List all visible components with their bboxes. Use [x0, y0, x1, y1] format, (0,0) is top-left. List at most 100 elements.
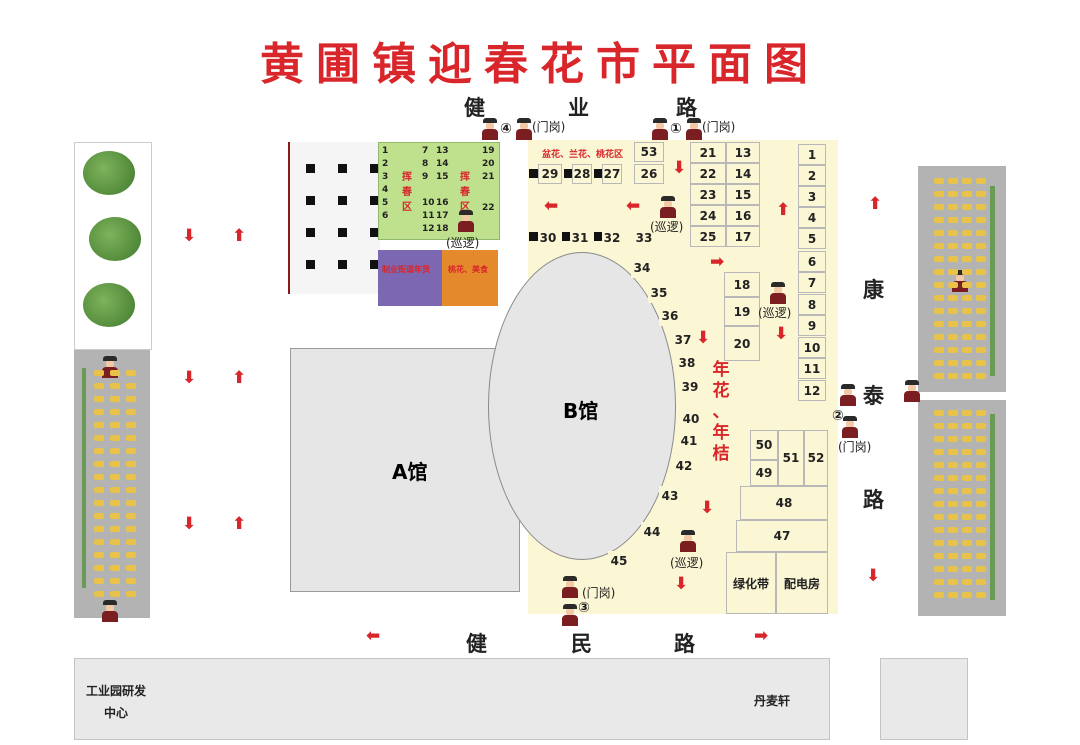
zone-purple-label: 制业街道年货 [382, 265, 430, 274]
car-icon [934, 436, 944, 442]
car-icon [110, 383, 120, 389]
tree-area [74, 142, 152, 350]
arrow-down-icon: ⬇ [182, 368, 197, 388]
car-icon [976, 269, 986, 275]
stall-16: 16 [726, 205, 760, 226]
car-icon [976, 282, 986, 288]
stall-21: 21 [690, 142, 726, 163]
stall-20: 20 [724, 326, 760, 361]
arrow-up-icon: ⬆ [232, 226, 247, 246]
arrow-down-icon: ⬇ [182, 226, 197, 246]
car-icon [126, 500, 136, 506]
stall-29: 29 [538, 164, 562, 184]
car-icon [948, 178, 958, 184]
guard-icon [680, 530, 696, 552]
car-icon [948, 553, 958, 559]
car-icon [948, 217, 958, 223]
gate-2-label: (门岗) [838, 440, 872, 454]
car-icon [948, 191, 958, 197]
car-icon [94, 370, 104, 376]
car-icon [94, 552, 104, 558]
guard-icon [952, 270, 968, 292]
patrol-label: (巡逻) [758, 306, 792, 320]
gate-1-label: (门岗) [702, 120, 736, 134]
car-icon [948, 540, 958, 546]
arrow-left-icon: ⬅ [544, 196, 559, 216]
car-icon [110, 539, 120, 545]
stall-23: 23 [690, 184, 726, 205]
car-icon [948, 488, 958, 494]
stall-25: 25 [690, 226, 726, 247]
car-icon [934, 501, 944, 507]
car-icon [948, 373, 958, 379]
car-icon [94, 461, 104, 467]
stall-30: 30 [538, 228, 558, 248]
stall-45: 45 [608, 551, 630, 571]
car-icon [948, 334, 958, 340]
car-icon [962, 256, 972, 262]
car-icon [976, 217, 986, 223]
car-icon [110, 500, 120, 506]
car-icon [110, 578, 120, 584]
arrow-down-icon: ⬇ [774, 324, 789, 344]
stall-r12: 12 [798, 380, 826, 401]
tree-icon [89, 217, 141, 261]
car-icon [934, 475, 944, 481]
stall-r10: 10 [798, 337, 826, 358]
zone-greenbelt: 绿化带 [726, 552, 776, 614]
car-icon [94, 422, 104, 428]
stall-18: 18 [724, 272, 760, 297]
car-icon [976, 191, 986, 197]
stall-r7: 7 [798, 272, 826, 293]
car-icon [126, 513, 136, 519]
road-jianmin-char-3: 路 [674, 632, 695, 656]
road-kangtai-char-2: 泰 [863, 384, 884, 408]
car-icon [110, 396, 120, 402]
car-icon [934, 321, 944, 327]
car-icon [948, 449, 958, 455]
stall-52: 52 [804, 430, 828, 486]
car-icon [976, 423, 986, 429]
stall-28: 28 [572, 164, 592, 184]
car-icon [962, 347, 972, 353]
car-icon [934, 269, 944, 275]
car-icon [126, 435, 136, 441]
car-icon [126, 409, 136, 415]
gate-4-label: (门岗) [532, 120, 566, 134]
car-icon [110, 435, 120, 441]
car-icon [934, 553, 944, 559]
car-icon [94, 565, 104, 571]
car-icon [948, 347, 958, 353]
car-icon [94, 396, 104, 402]
map-title: 黄圃镇迎春花市平面图 [260, 39, 820, 90]
car-icon [110, 591, 120, 597]
car-icon [976, 373, 986, 379]
car-icon [110, 370, 120, 376]
car-icon [962, 243, 972, 249]
car-icon [948, 230, 958, 236]
arrow-up-icon: ⬆ [232, 514, 247, 534]
car-icon [976, 347, 986, 353]
guard-icon [482, 118, 498, 140]
car-icon [948, 256, 958, 262]
arrow-up-icon: ⬆ [232, 368, 247, 388]
car-icon [110, 461, 120, 467]
stall-38: 38 [676, 353, 698, 373]
car-icon [110, 409, 120, 415]
car-icon [126, 526, 136, 532]
car-icon [948, 269, 958, 275]
car-icon [962, 308, 972, 314]
car-icon [948, 360, 958, 366]
car-icon [934, 217, 944, 223]
road-jianmin-char-2: 民 [571, 632, 592, 656]
car-icon [962, 475, 972, 481]
car-icon [976, 475, 986, 481]
hall-a [290, 348, 520, 592]
car-icon [962, 295, 972, 301]
car-icon [948, 501, 958, 507]
car-icon [976, 579, 986, 585]
building-rd-center-line2: 中心 [104, 706, 129, 720]
stall-40: 40 [680, 409, 702, 429]
stall-43: 43 [659, 486, 681, 506]
car-icon [948, 295, 958, 301]
